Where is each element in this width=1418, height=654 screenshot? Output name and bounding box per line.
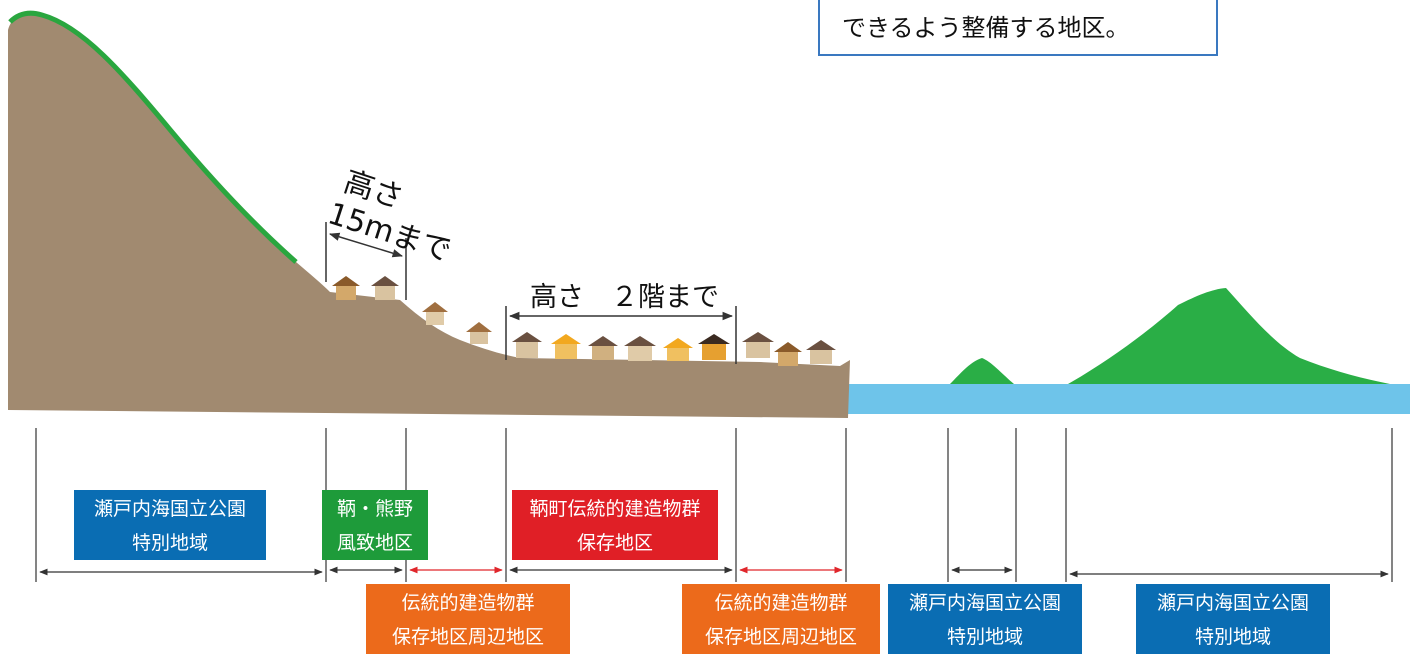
houses-scenic bbox=[332, 276, 492, 344]
zone-label-line: 風致地区 bbox=[336, 532, 413, 554]
zone-label-national-park-left: 瀬戸内海国立公園 特別地域 bbox=[74, 490, 266, 560]
small-island bbox=[950, 358, 1014, 384]
zone-label-line: 鞆町伝統的建造物群 bbox=[529, 498, 701, 520]
zone-extent-arrows bbox=[39, 566, 1389, 578]
zone-label-line: 保存地区周辺地区 bbox=[391, 626, 544, 648]
zone-label-buffer-left: 伝統的建造物群 保存地区周辺地区 bbox=[366, 584, 570, 654]
height-2floor-annotation: 高さ ２階まで bbox=[505, 282, 737, 364]
large-island bbox=[1068, 288, 1390, 384]
houses-preservation bbox=[512, 332, 836, 366]
zone-boundaries bbox=[35, 428, 1393, 582]
zone-label-line: 伝統的建造物群 bbox=[714, 592, 848, 614]
zone-label-line: 鞆・熊野 bbox=[336, 498, 413, 520]
zone-label-national-park-island: 瀬戸内海国立公園 特別地域 bbox=[888, 584, 1082, 654]
zone-label-line: 特別地域 bbox=[1194, 626, 1271, 648]
zone-label-line: 保存地区周辺地区 bbox=[704, 626, 857, 648]
height-2floor-label: 高さ ２階まで bbox=[530, 282, 719, 313]
zone-label-scenic-district: 鞆・熊野 風致地区 bbox=[322, 490, 428, 560]
hill-grass bbox=[8, 10, 298, 264]
callout-text: できるよう整備する地区。 bbox=[842, 14, 1130, 42]
zone-label-national-park-right: 瀬戸内海国立公園 特別地域 bbox=[1136, 584, 1330, 654]
zone-label-line: 特別地域 bbox=[131, 532, 208, 554]
zone-label-line: 瀬戸内海国立公園 bbox=[1156, 592, 1309, 614]
zone-label-line: 瀬戸内海国立公園 bbox=[908, 592, 1061, 614]
zone-label-line: 保存地区 bbox=[576, 532, 653, 554]
zone-label-buffer-right: 伝統的建造物群 保存地区周辺地区 bbox=[682, 584, 880, 654]
zone-label-line: 特別地域 bbox=[946, 626, 1023, 648]
zone-label-line: 伝統的建造物群 bbox=[401, 592, 535, 614]
hillside-ground bbox=[8, 13, 850, 419]
zone-label-line: 瀬戸内海国立公園 bbox=[93, 498, 246, 520]
sea bbox=[840, 384, 1410, 414]
callout-note: できるよう整備する地区。 bbox=[818, 0, 1218, 56]
zone-label-preservation-district: 鞆町伝統的建造物群 保存地区 bbox=[512, 490, 718, 560]
